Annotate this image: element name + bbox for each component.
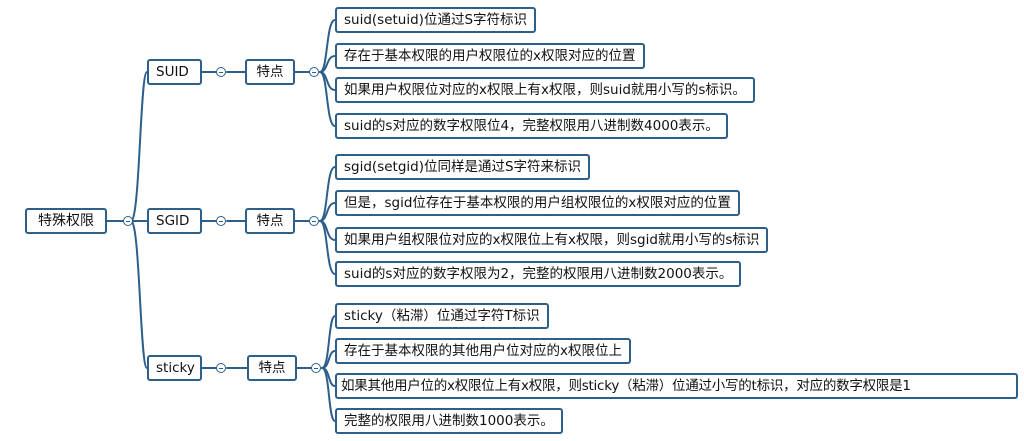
sgid-node[interactable]: SGID bbox=[147, 208, 202, 234]
sticky-item-2[interactable]: 存在于基本权限的其他用户位对应的x权限位上 bbox=[335, 338, 631, 364]
sgid-features-node[interactable]: 特点 bbox=[245, 208, 295, 234]
suid-item-2[interactable]: 存在于基本权限的用户权限位的x权限对应的位置 bbox=[335, 43, 645, 69]
sticky-features-node[interactable]: 特点 bbox=[247, 355, 297, 381]
sticky-item-4[interactable]: 完整的权限用八进制数1000表示。 bbox=[335, 408, 563, 434]
suid-features-node[interactable]: 特点 bbox=[245, 59, 295, 85]
sgid-item-2[interactable]: 但是，sgid位存在于基本权限的用户组权限位的x权限对应的位置 bbox=[335, 190, 740, 216]
suid-node[interactable]: SUID bbox=[147, 59, 202, 85]
suid-item-4[interactable]: suid的s对应的数字权限位4，完整权限用八进制数4000表示。 bbox=[335, 113, 728, 139]
sticky-item-3[interactable]: 如果其他用户位的x权限位上有x权限，则sticky（粘滞）位通过小写的t标识，对… bbox=[335, 373, 1018, 399]
collapse-toggle-sgid-features[interactable] bbox=[309, 216, 319, 226]
collapse-toggle-suid[interactable] bbox=[216, 67, 226, 77]
sticky-item-1[interactable]: sticky（粘滞）位通过字符T标识 bbox=[335, 303, 549, 329]
sgid-item-4[interactable]: suid的s对应的数字权限为2，完整的权限用八进制数2000表示。 bbox=[335, 261, 742, 287]
root-node[interactable]: 特殊权限 bbox=[25, 208, 107, 234]
sgid-item-3[interactable]: 如果用户组权限位对应的x权限位上有x权限，则sgid就用小写的s标识 bbox=[335, 227, 769, 253]
collapse-toggle-sticky[interactable] bbox=[216, 363, 226, 373]
collapse-toggle-sticky-features[interactable] bbox=[311, 363, 321, 373]
suid-item-3[interactable]: 如果用户权限位对应的x权限上有x权限，则suid就用小写的s标识。 bbox=[335, 77, 755, 103]
sgid-item-1[interactable]: sgid(setgid)位同样是通过S字符来标识 bbox=[335, 154, 591, 180]
collapse-toggle-root[interactable] bbox=[123, 216, 133, 226]
collapse-toggle-suid-features[interactable] bbox=[309, 67, 319, 77]
collapse-toggle-sgid[interactable] bbox=[216, 216, 226, 226]
sticky-node[interactable]: sticky bbox=[147, 355, 202, 381]
suid-item-1[interactable]: suid(setuid)位通过S字符标识 bbox=[335, 7, 537, 33]
